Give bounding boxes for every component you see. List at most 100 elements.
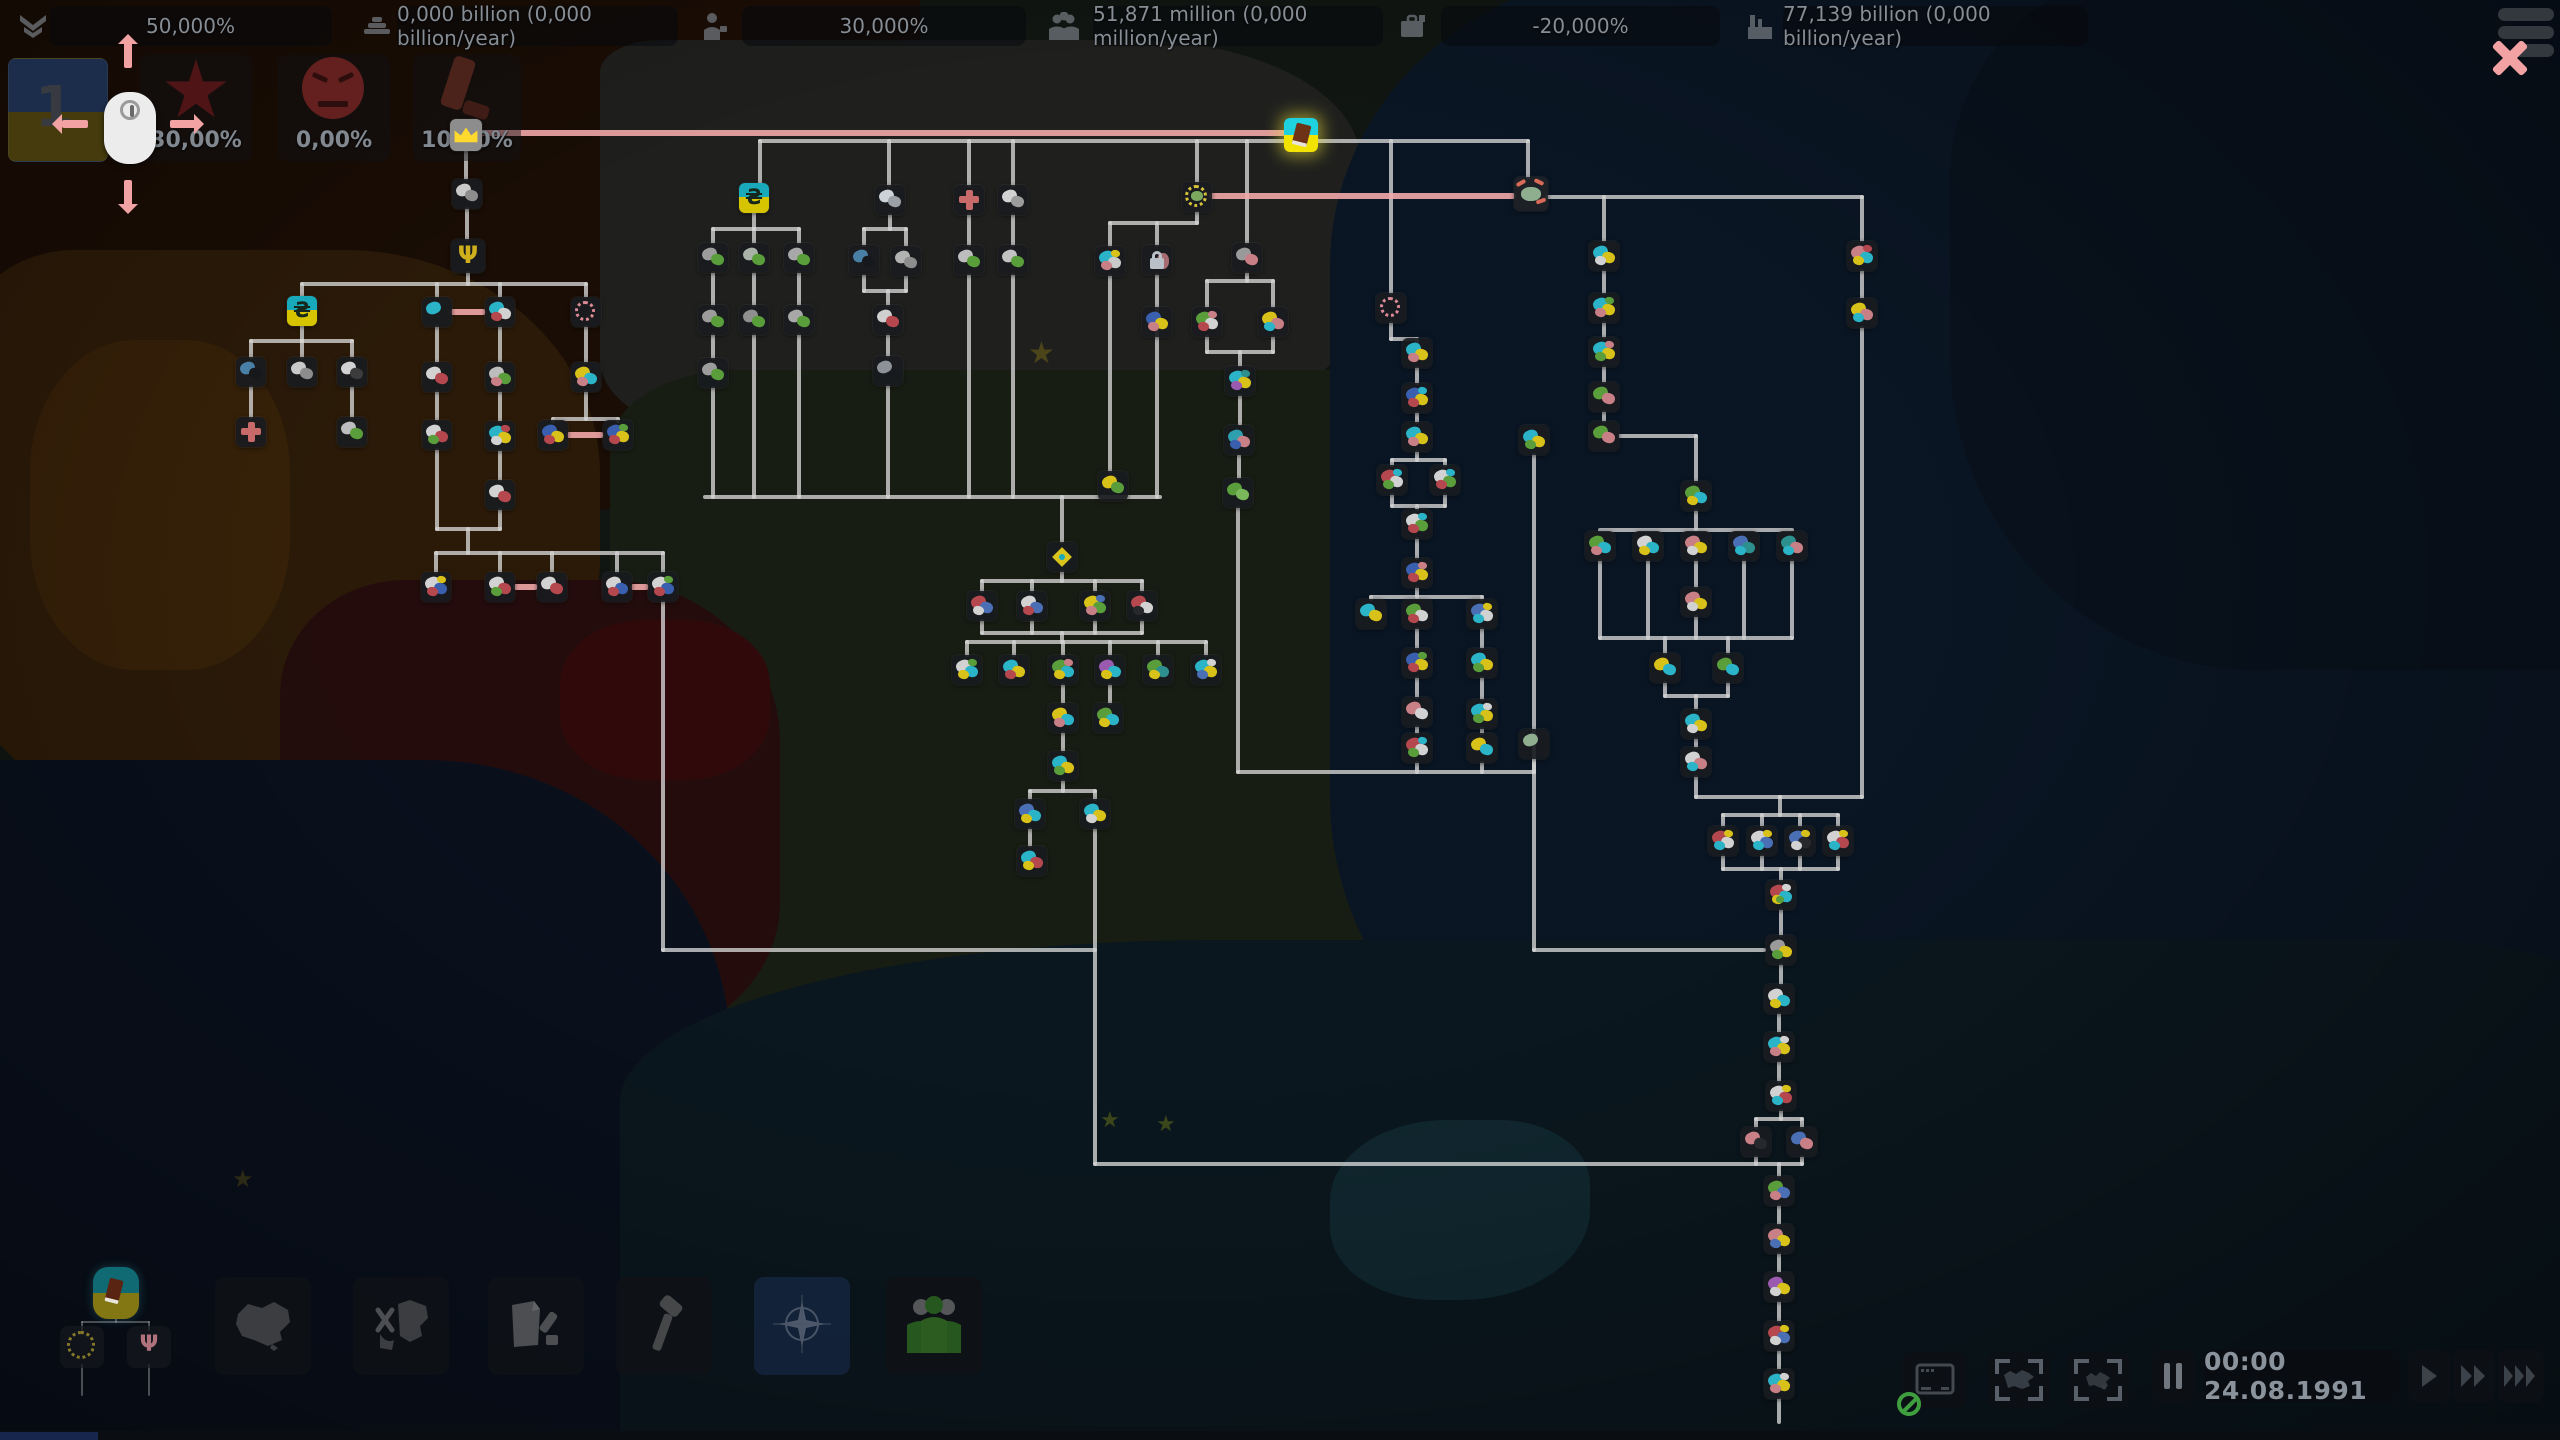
tree-node[interactable] [1681, 481, 1711, 511]
tree-node[interactable] [1729, 531, 1759, 561]
tree-node[interactable] [1681, 709, 1711, 739]
tree-node[interactable] [849, 245, 879, 275]
tree-node[interactable] [1766, 935, 1796, 965]
tree-node[interactable] [1847, 241, 1877, 271]
tree-node[interactable] [1143, 655, 1173, 685]
tree-node[interactable] [1080, 799, 1110, 829]
tree-node[interactable] [784, 243, 814, 273]
tree-node[interactable] [1467, 648, 1497, 678]
player-flag-button[interactable] [93, 1267, 139, 1319]
tree-node[interactable] [1467, 733, 1497, 763]
country-zoom-button[interactable] [2067, 1352, 2129, 1408]
tree-node[interactable] [1764, 1321, 1794, 1351]
world-zoom-button[interactable] [1988, 1352, 2050, 1408]
tree-node[interactable] [873, 305, 903, 335]
tree-node[interactable] [538, 420, 568, 450]
tree-node[interactable] [1402, 697, 1432, 727]
monitor-off-button[interactable] [1897, 1352, 1967, 1416]
tree-node[interactable] [1402, 558, 1432, 588]
tree-node[interactable] [1402, 383, 1432, 413]
tree-node[interactable] [236, 357, 266, 387]
tree-node-ring2[interactable] [1182, 182, 1212, 212]
tree-node[interactable] [1589, 382, 1619, 412]
tree-node-uah[interactable]: ₴ [739, 183, 769, 213]
tree-node[interactable] [602, 572, 632, 602]
tree-node[interactable] [1847, 298, 1877, 328]
tree-node[interactable] [698, 243, 728, 273]
tree-node[interactable] [1258, 307, 1288, 337]
tree-node[interactable] [485, 362, 515, 392]
tree-node[interactable] [739, 305, 769, 335]
tree-node[interactable] [485, 297, 515, 327]
tree-node[interactable] [1095, 246, 1125, 276]
pink-trident-tile[interactable]: Ψ [127, 1326, 171, 1368]
tree-node[interactable] [1402, 648, 1432, 678]
tree-node[interactable] [1708, 826, 1738, 856]
tree-node[interactable] [1127, 591, 1157, 621]
tree-node[interactable] [485, 421, 515, 451]
tree-node[interactable] [1224, 425, 1254, 455]
tree-node[interactable] [337, 357, 367, 387]
tree-node[interactable] [1017, 591, 1047, 621]
tree-node[interactable] [1142, 307, 1172, 337]
tree-node[interactable] [1766, 880, 1796, 910]
tree-node-uah[interactable]: ₴ [287, 296, 317, 326]
tree-node-cross[interactable] [236, 417, 266, 447]
tree-node[interactable] [698, 358, 728, 388]
tree-node-ring[interactable] [1376, 293, 1406, 323]
tree-node[interactable] [1764, 1369, 1794, 1399]
tree-node[interactable] [452, 179, 482, 209]
tree-node[interactable] [648, 572, 678, 602]
tree-node[interactable] [1467, 699, 1497, 729]
tree-node[interactable] [422, 420, 452, 450]
pause-button[interactable] [2152, 1350, 2194, 1402]
tree-node[interactable] [1191, 655, 1221, 685]
fast-forward-button[interactable] [2453, 1350, 2495, 1402]
tree-node[interactable] [998, 245, 1028, 275]
tree-node[interactable] [1192, 307, 1222, 337]
tree-node[interactable] [1764, 1032, 1794, 1062]
tree-node[interactable] [1589, 337, 1619, 367]
tree-node[interactable] [698, 305, 728, 335]
tree-node[interactable] [1766, 1081, 1796, 1111]
tree-node[interactable] [1589, 241, 1619, 271]
tree-node[interactable] [571, 362, 601, 392]
tree-node-cross[interactable] [954, 185, 984, 215]
build-hammer-button[interactable] [616, 1277, 712, 1375]
tree-node[interactable] [1589, 293, 1619, 323]
population-people-button[interactable] [886, 1277, 982, 1375]
crossed-map-button[interactable] [353, 1277, 449, 1375]
tree-node[interactable] [1681, 587, 1711, 617]
tree-node-mapnode[interactable] [1514, 177, 1548, 211]
tree-node[interactable] [1713, 653, 1743, 683]
tree-node[interactable] [1589, 421, 1619, 451]
tree-node[interactable] [1785, 826, 1815, 856]
tree-node[interactable] [1080, 591, 1110, 621]
tree-node[interactable] [1402, 338, 1432, 368]
tree-node[interactable] [1223, 478, 1253, 508]
close-button[interactable] [2486, 34, 2534, 82]
tree-node[interactable] [1467, 599, 1497, 629]
tree-node[interactable] [1519, 729, 1549, 759]
tree-node[interactable] [954, 245, 984, 275]
tree-node[interactable] [1633, 531, 1663, 561]
tree-node[interactable] [1095, 655, 1125, 685]
tree-node[interactable] [998, 185, 1028, 215]
tree-node[interactable] [1356, 599, 1386, 629]
tree-node-crown[interactable] [450, 119, 482, 151]
tree-node[interactable] [485, 480, 515, 510]
tree-node-hl[interactable] [1284, 118, 1318, 152]
tree-node[interactable] [1015, 799, 1045, 829]
play-button[interactable] [2408, 1350, 2450, 1402]
tree-node[interactable] [1650, 653, 1680, 683]
tree-node[interactable] [739, 243, 769, 273]
tree-node[interactable] [337, 417, 367, 447]
tree-node[interactable] [1777, 531, 1807, 561]
tree-node[interactable] [603, 420, 633, 450]
nato-alliance-button[interactable] [754, 1277, 850, 1375]
tree-node[interactable] [422, 362, 452, 392]
tree-node[interactable] [485, 572, 515, 602]
tree-node-compass[interactable] [1047, 542, 1077, 572]
tree-node[interactable] [1402, 509, 1432, 539]
tree-node[interactable] [1402, 599, 1432, 629]
